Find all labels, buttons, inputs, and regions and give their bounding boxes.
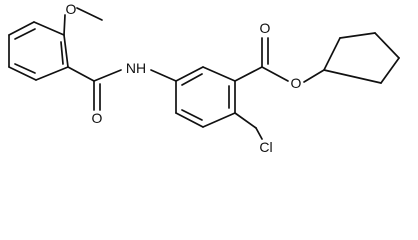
methoxy-group: O: [63, 1, 103, 36]
ester-carbonyl-oxygen-label: O: [260, 20, 271, 36]
bond: [339, 32, 376, 39]
bond: [323, 37, 341, 71]
methoxyphenyl-ring: [8, 21, 69, 81]
central-benzene-ring: [175, 66, 236, 128]
chemical-structure-diagram: O O NH Cl O O: [8, 1, 400, 155]
bond: [93, 69, 122, 82]
bond: [76, 7, 103, 21]
bond: [374, 32, 400, 59]
bond: [380, 57, 400, 84]
bond: [35, 66, 69, 81]
amide-oxygen-label: O: [92, 110, 103, 126]
bond: [234, 66, 263, 82]
double-bond-inner: [14, 28, 36, 40]
bond: [202, 112, 236, 128]
chloro-substituent: Cl: [234, 112, 273, 155]
double-bond-inner: [181, 73, 203, 86]
bond: [8, 66, 37, 81]
ester-group: O O: [234, 20, 325, 91]
bond: [234, 112, 257, 129]
bond: [255, 127, 263, 140]
ester-link-oxygen-label: O: [291, 75, 302, 91]
bond: [261, 66, 289, 82]
double-bond-inner: [14, 63, 36, 74]
bond: [33, 21, 65, 36]
bond: [175, 112, 204, 128]
bond: [323, 69, 382, 84]
bond: [175, 66, 204, 82]
bond: [67, 66, 95, 82]
chlorine-label: Cl: [259, 139, 272, 155]
amine-nh-label: NH: [126, 60, 146, 76]
double-bond-inner: [60, 41, 64, 65]
amide-group: O NH: [67, 60, 177, 126]
bond: [150, 69, 177, 82]
double-bond-inner: [181, 109, 203, 121]
bond: [202, 66, 236, 82]
bond: [8, 21, 35, 36]
bond: [63, 34, 69, 68]
bond: [63, 14, 66, 36]
cyclopentyl-ring: [323, 32, 400, 84]
methoxy-oxygen-label: O: [66, 1, 77, 17]
bond: [303, 69, 325, 83]
